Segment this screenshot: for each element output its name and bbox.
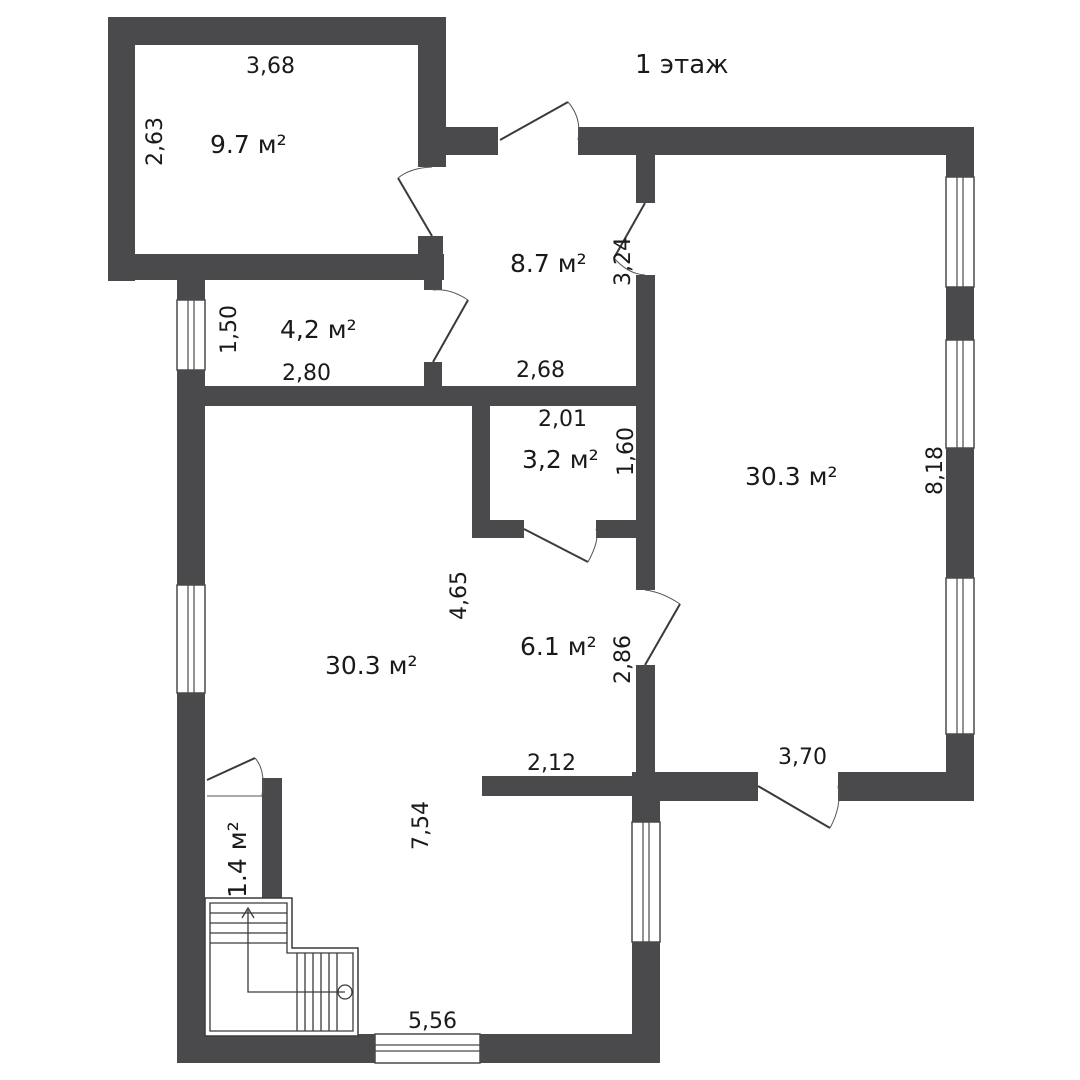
room-area-label: 8.7 м² bbox=[510, 249, 587, 278]
windows bbox=[176, 176, 975, 1064]
dimension-label: 2,68 bbox=[516, 358, 565, 383]
dimension-label: 3,68 bbox=[246, 54, 295, 79]
wall bbox=[177, 693, 205, 1063]
doors bbox=[206, 101, 840, 829]
staircase bbox=[204, 897, 359, 1037]
dimension-label: 2,63 bbox=[143, 117, 168, 166]
dimension-label: 3,24 bbox=[611, 237, 636, 286]
wall bbox=[177, 386, 655, 406]
room-area-label: 9.7 м² bbox=[210, 130, 287, 159]
door bbox=[432, 289, 469, 363]
wall bbox=[636, 155, 655, 203]
floor-title: 1 этаж bbox=[635, 50, 729, 80]
dimension-label: 2,80 bbox=[282, 361, 331, 386]
window bbox=[945, 577, 975, 735]
door bbox=[757, 785, 840, 829]
dimension-label: 8,18 bbox=[923, 446, 948, 495]
wall bbox=[108, 254, 444, 280]
labels: 1 этаж 3,68 2,63 9.7 м² 8.7 м² 3,24 2,68… bbox=[143, 50, 948, 1034]
door bbox=[499, 101, 580, 141]
dimension-label: 5,56 bbox=[408, 1009, 457, 1034]
wall bbox=[108, 17, 135, 281]
room-area-label: 3,2 м² bbox=[522, 445, 599, 474]
wall bbox=[482, 776, 655, 796]
room-area-label: 1.4 м² bbox=[223, 821, 252, 898]
wall bbox=[596, 520, 655, 538]
dimension-label: 4,65 bbox=[447, 571, 472, 620]
door bbox=[613, 202, 646, 276]
window bbox=[945, 339, 975, 449]
window bbox=[374, 1033, 481, 1064]
dimension-label: 1,60 bbox=[614, 427, 639, 476]
window bbox=[631, 821, 661, 943]
window bbox=[176, 584, 206, 694]
dimension-label: 2,12 bbox=[527, 751, 576, 776]
window bbox=[945, 176, 975, 288]
door bbox=[206, 757, 264, 797]
dimension-label: 2,86 bbox=[611, 635, 636, 684]
dimension-label: 2,01 bbox=[538, 407, 587, 432]
wall bbox=[632, 772, 660, 822]
room-area-label: 6.1 м² bbox=[520, 632, 597, 661]
dimension-label: 3,70 bbox=[778, 745, 827, 770]
window bbox=[176, 299, 206, 371]
wall bbox=[472, 386, 490, 538]
wall bbox=[177, 1034, 375, 1063]
wall bbox=[636, 275, 655, 590]
wall bbox=[424, 362, 442, 406]
door bbox=[644, 589, 681, 666]
wall bbox=[424, 270, 442, 290]
wall bbox=[636, 665, 655, 801]
wall bbox=[418, 127, 498, 155]
room-area-label: 4,2 м² bbox=[280, 315, 357, 344]
wall bbox=[480, 1034, 660, 1063]
room-area-label: 30.3 м² bbox=[745, 462, 838, 491]
wall bbox=[578, 127, 974, 155]
wall bbox=[177, 254, 205, 302]
wall bbox=[472, 520, 524, 538]
wall bbox=[838, 772, 974, 801]
dimension-label: 1,50 bbox=[217, 305, 242, 354]
room-area-label: 30.3 м² bbox=[325, 651, 418, 680]
wall bbox=[108, 17, 446, 45]
wall bbox=[262, 778, 282, 898]
door bbox=[523, 528, 598, 563]
dimension-label: 7,54 bbox=[409, 801, 434, 850]
door bbox=[397, 166, 433, 237]
